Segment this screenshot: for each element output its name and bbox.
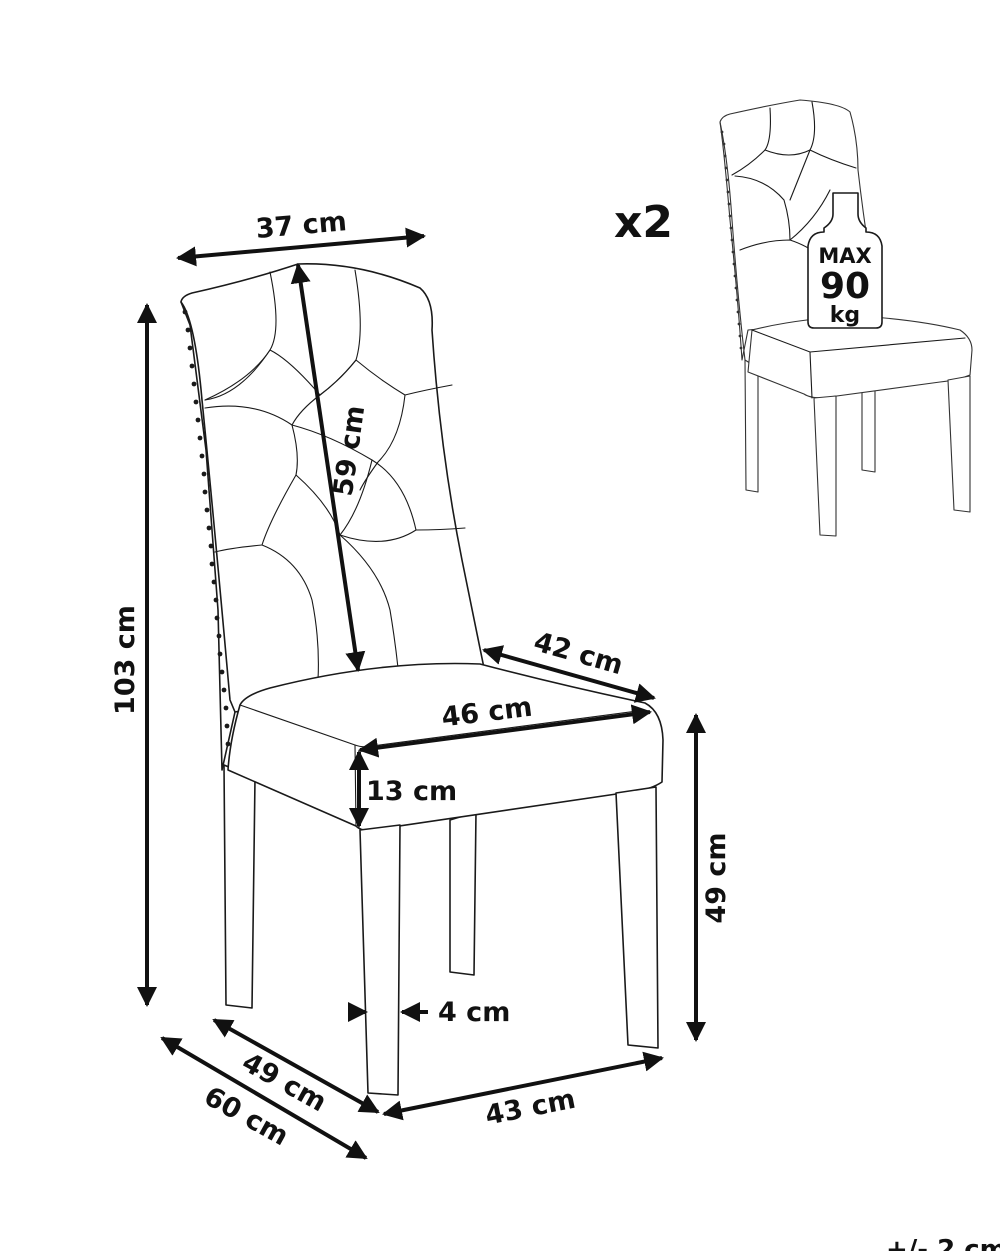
back-left-leg (223, 764, 256, 1009)
arrow-backrest-height (290, 263, 366, 672)
arrow-backrest-width (176, 227, 426, 267)
small-nailhead-trim (720, 130, 743, 350)
weight-unit: kg (830, 303, 860, 328)
dimension-arrows (137, 227, 706, 1160)
arrow-seat-width (358, 704, 652, 758)
backrest-side-edge (180, 301, 236, 713)
back-right-leg (449, 811, 477, 976)
front-left-leg (359, 824, 401, 1096)
arrow-leg-span-width (382, 1051, 664, 1121)
nailhead-trim (182, 309, 231, 747)
label-backrest-width: 37 cm (255, 206, 348, 245)
weight-max-label: MAX (818, 244, 871, 268)
quantity-label: x2 (614, 197, 673, 248)
weight-value: 90 (820, 266, 870, 307)
weight-icon: MAX 90 kg (807, 192, 883, 329)
tolerance-note: +/- 2 cm (886, 1235, 1000, 1251)
label-total-height: 103 cm (110, 605, 141, 715)
label-seat-depth: 42 cm (530, 626, 626, 681)
front-right-leg (615, 786, 659, 1049)
arrow-seat-depth (482, 645, 656, 703)
label-leg-thickness: 4 cm (438, 997, 510, 1028)
label-seat-thickness: 13 cm (366, 776, 457, 807)
label-seat-height: 49 cm (701, 832, 732, 923)
arrow-total-depth (160, 1036, 368, 1160)
small-tufting-lines (731, 101, 857, 271)
